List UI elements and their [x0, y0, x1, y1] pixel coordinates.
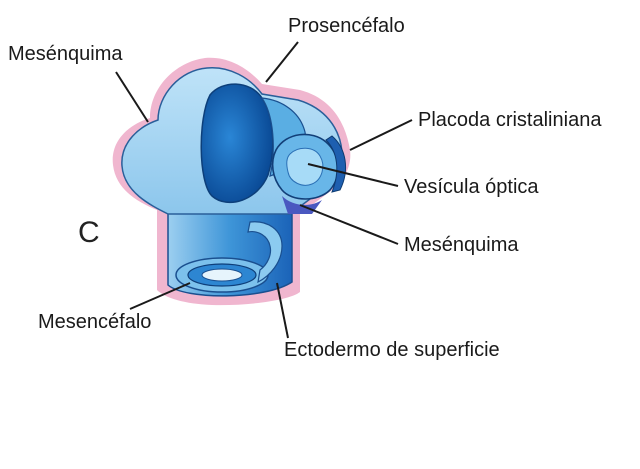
leader-ectodermo [276, 282, 289, 339]
lens-placode [325, 135, 347, 193]
leader-lines [115, 41, 413, 339]
label-vesicula: Vesícula óptica [404, 176, 539, 198]
leader-mesenquima-top [115, 71, 149, 123]
label-mesencefalo: Mesencéfalo [38, 311, 152, 333]
panel-letter: C [78, 216, 100, 249]
label-mesenquima-top: Mesénquima [8, 43, 123, 65]
leader-mesencefalo [129, 282, 191, 310]
label-ectodermo: Ectodermo de superficie [284, 339, 500, 361]
leader-vesicula [307, 163, 399, 187]
leader-prosencefalo [265, 41, 299, 83]
label-mesenquima-right: Mesénquima [404, 234, 519, 256]
label-prosencefalo: Prosencéfalo [288, 15, 405, 37]
label-placoda: Placoda cristaliniana [418, 109, 602, 131]
mesencephalon-lumen [201, 268, 243, 282]
leader-mesenquima-right [299, 204, 399, 245]
prosencephalon-cavity [200, 83, 274, 204]
surface-ectoderm-flap [247, 221, 283, 284]
optic-vesicle-lumen [286, 147, 324, 186]
leader-placoda [349, 119, 413, 151]
